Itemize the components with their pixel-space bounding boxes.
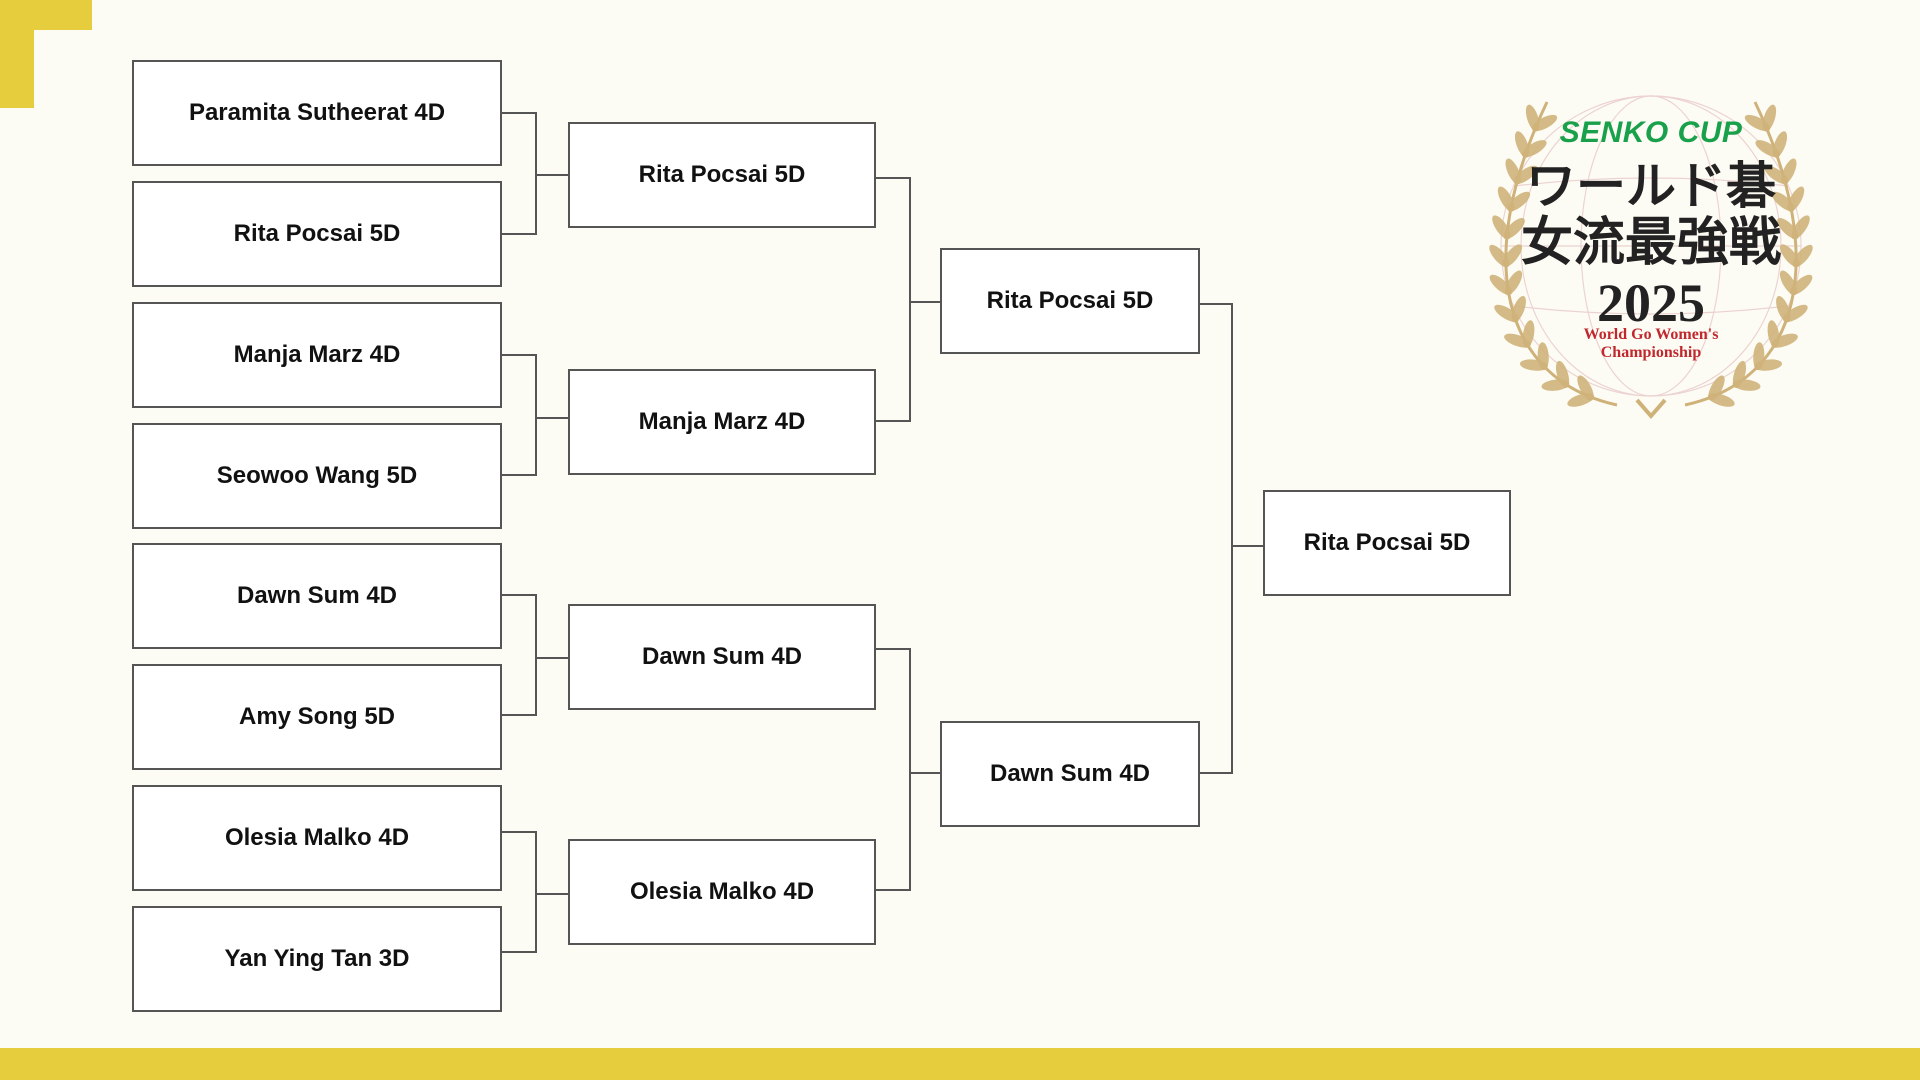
connector-r1-pair-2 — [502, 354, 568, 476]
laurel-leaf — [1507, 191, 1531, 212]
laurel-leaf — [1513, 165, 1538, 185]
championship-logo: SENKO CUP ワールド碁 女流最強戦 2025 World Go Wome… — [1442, 60, 1860, 432]
laurel-leaf — [1780, 244, 1800, 268]
logo-year: 2025 — [1597, 273, 1705, 333]
laurel-leaf — [1744, 114, 1771, 132]
connector-r1-pair-4 — [502, 831, 568, 953]
logo-title-line-1: ワールド碁 — [1526, 156, 1776, 215]
logo-title-line-2: 女流最強戦 — [1520, 212, 1781, 273]
laurel-leaf — [1502, 244, 1522, 268]
laurel-leaf — [1771, 191, 1795, 212]
bottom-accent-bar — [0, 1048, 1920, 1080]
laurel-leaf — [1732, 360, 1747, 388]
laurel-leaf — [1503, 217, 1525, 240]
logo-subtitle-line-2: Championship — [1600, 344, 1702, 361]
laurel-leaf — [1764, 165, 1789, 185]
bracket-slot-r1-5: Dawn Sum 4D — [132, 543, 502, 649]
connector-r1-pair-3 — [502, 594, 568, 716]
connector-r3-pair — [1200, 303, 1263, 774]
bracket-slot-r3-1: Rita Pocsai 5D — [940, 248, 1200, 354]
bracket-slot-r3-2: Dawn Sum 4D — [940, 721, 1200, 827]
bracket-slot-r1-1: Paramita Sutheerat 4D — [132, 60, 502, 166]
logo-subtitle-line-1: World Go Women's — [1583, 326, 1719, 343]
laurel-leaf — [1521, 140, 1547, 158]
laurel-wreath-icon — [1489, 95, 1813, 420]
bracket-slot-r1-4: Seowoo Wang 5D — [132, 423, 502, 529]
bracket-slot-r1-3: Manja Marz 4D — [132, 302, 502, 408]
laurel-leaf — [1779, 270, 1798, 296]
corner-accent — [0, 0, 92, 108]
laurel-leaf — [1776, 296, 1791, 323]
bracket-slot-r1-8: Yan Ying Tan 3D — [132, 906, 502, 1012]
laurel-leaf — [1537, 342, 1549, 371]
corner-bracket-icon — [0, 0, 92, 108]
laurel-leaf — [1577, 375, 1594, 401]
bracket-slot-r2-3: Dawn Sum 4D — [568, 604, 876, 710]
bracket-slot-r2-4: Olesia Malko 4D — [568, 839, 876, 945]
logo-subtitle: World Go Women's Championship — [1442, 326, 1860, 362]
laurel-leaf — [1531, 114, 1558, 132]
connector-r2-pair-1 — [876, 177, 940, 422]
bracket-slot-r1-6: Amy Song 5D — [132, 664, 502, 770]
bracket-slot-final: Rita Pocsai 5D — [1263, 490, 1511, 596]
connector-r2-pair-2 — [876, 648, 940, 891]
laurel-leaf — [1708, 375, 1725, 401]
laurel-leaf — [1753, 342, 1765, 371]
logo-brand: SENKO CUP — [1559, 116, 1743, 149]
laurel-leaf — [1522, 320, 1535, 348]
laurel-leaf — [1555, 360, 1570, 388]
laurel-leaf — [1777, 217, 1799, 240]
laurel-leaf — [1767, 320, 1780, 348]
bracket-slot-r1-7: Olesia Malko 4D — [132, 785, 502, 891]
laurel-leaf — [1755, 140, 1781, 158]
laurel-leaf — [1511, 296, 1526, 323]
connector-r1-pair-1 — [502, 112, 568, 235]
bracket-slot-r1-2: Rita Pocsai 5D — [132, 181, 502, 287]
bracket-slot-r2-2: Manja Marz 4D — [568, 369, 876, 475]
laurel-leaf — [1504, 270, 1523, 296]
bracket-slot-r2-1: Rita Pocsai 5D — [568, 122, 876, 228]
